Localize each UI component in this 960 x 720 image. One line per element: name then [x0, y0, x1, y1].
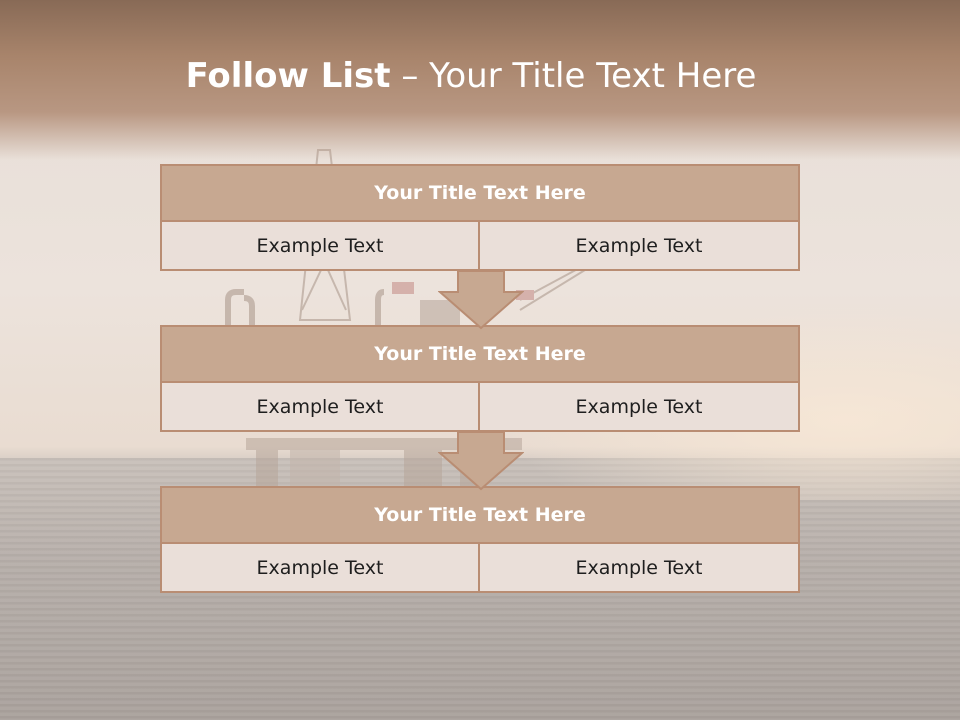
slide-title-rest: – Your Title Text Here — [390, 56, 757, 96]
block-row: Example Text Example Text — [160, 222, 800, 271]
list-block-1: Your Title Text Here Example Text Exampl… — [160, 164, 800, 271]
block-cell-right: Example Text — [480, 383, 800, 432]
block-title: Your Title Text Here — [160, 325, 800, 383]
list-block-2: Your Title Text Here Example Text Exampl… — [160, 325, 800, 432]
block-cell-left: Example Text — [160, 383, 480, 432]
header-band — [0, 0, 960, 160]
slide-title: Follow List – Your Title Text Here — [0, 56, 942, 96]
block-title: Your Title Text Here — [160, 486, 800, 544]
down-arrow-icon — [438, 270, 524, 330]
block-row: Example Text Example Text — [160, 383, 800, 432]
down-arrow-icon — [438, 431, 524, 491]
block-title: Your Title Text Here — [160, 164, 800, 222]
block-cell-left: Example Text — [160, 222, 480, 271]
block-cell-right: Example Text — [480, 222, 800, 271]
block-cell-left: Example Text — [160, 544, 480, 593]
block-row: Example Text Example Text — [160, 544, 800, 593]
slide-title-bold: Follow List — [185, 56, 391, 96]
block-cell-right: Example Text — [480, 544, 800, 593]
list-block-3: Your Title Text Here Example Text Exampl… — [160, 486, 800, 593]
